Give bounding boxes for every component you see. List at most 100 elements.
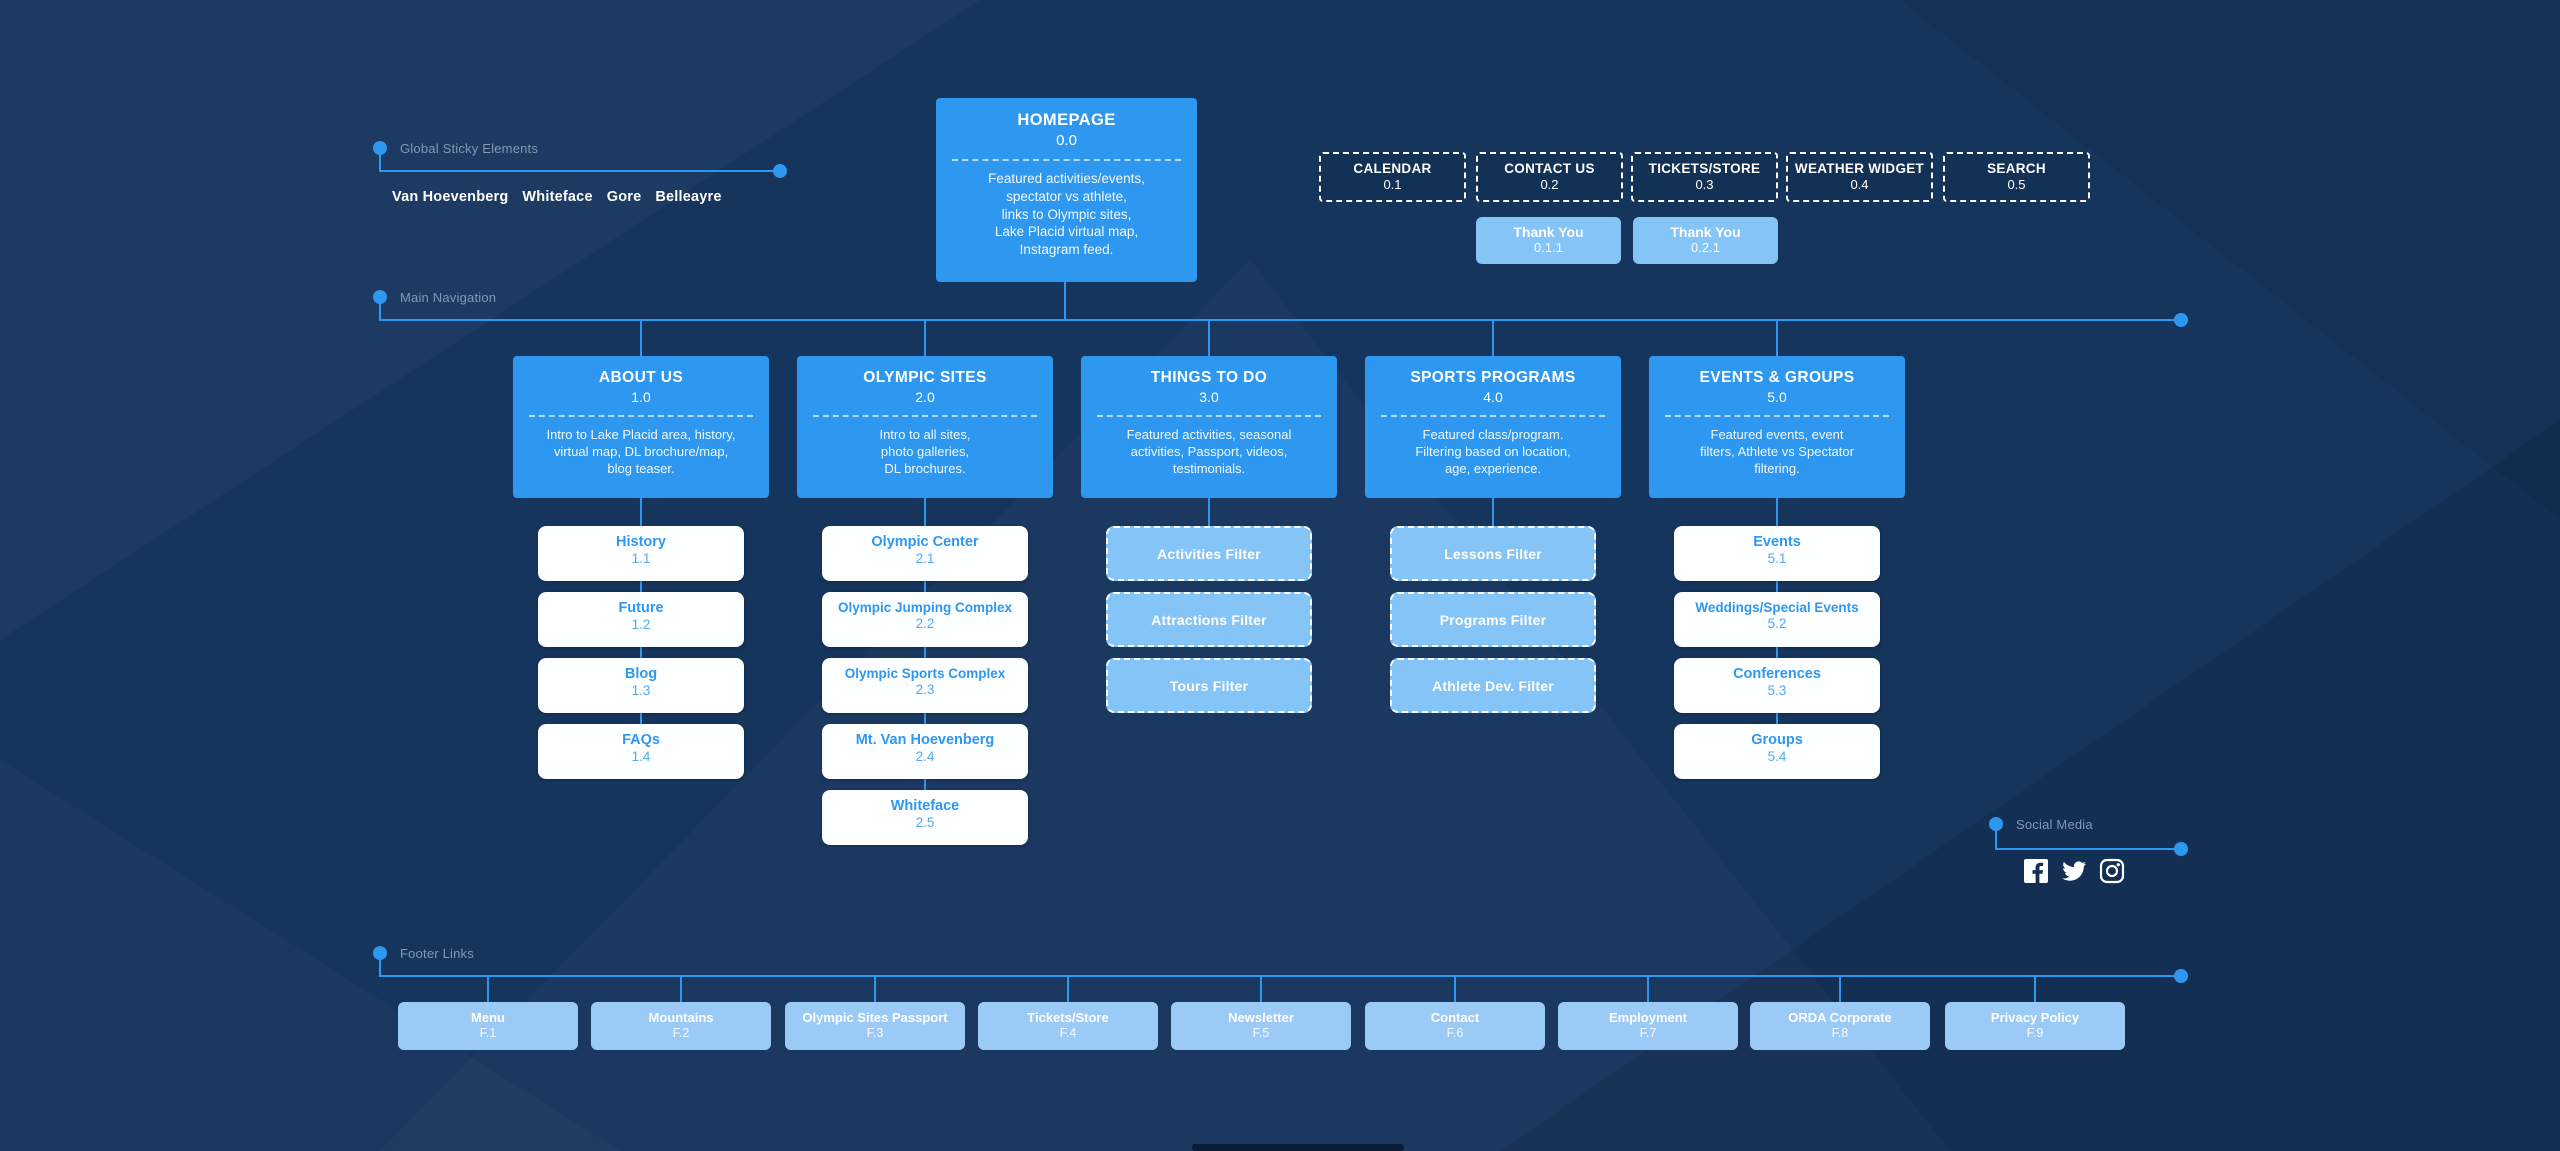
footer-title: Menu (471, 1010, 505, 1025)
footer-node-privacy-policy[interactable]: Privacy Policy F.9 (1945, 1002, 2125, 1050)
child-title: Conferences (1733, 666, 1821, 682)
connector-line (379, 170, 781, 172)
connector-line (1995, 824, 1997, 850)
child-node-mt-van-hoevenberg[interactable]: Mt. Van Hoevenberg 2.4 (822, 724, 1028, 779)
filter-node-attractions[interactable]: Attractions Filter (1106, 592, 1312, 647)
connector-line (640, 319, 642, 356)
section-node-things-to-do[interactable]: THINGS TO DO 3.0 Featured activities, se… (1081, 356, 1337, 498)
section-node-about-us[interactable]: ABOUT US 1.0 Intro to Lake Placid area, … (513, 356, 769, 498)
footer-rail (379, 975, 2181, 977)
footer-title: Privacy Policy (1990, 1010, 2080, 1025)
connector-line (924, 319, 926, 356)
footer-node-menu[interactable]: Menu F.1 (398, 1002, 578, 1050)
footer-node-orda-corporate[interactable]: ORDA Corporate F.8 (1750, 1002, 1930, 1050)
main-nav-label: Main Navigation (400, 290, 497, 305)
child-node-conferences[interactable]: Conferences 5.3 (1674, 658, 1880, 713)
section-node-events-groups[interactable]: EVENTS & GROUPS 5.0 Featured events, eve… (1649, 356, 1905, 498)
child-node-whiteface[interactable]: Whiteface 2.5 (822, 790, 1028, 845)
social-media-label: Social Media (2016, 817, 2093, 832)
child-number: 1.1 (631, 551, 651, 566)
thank-you-node-1[interactable]: Thank You 0.1.1 (1476, 217, 1621, 264)
footer-number: F.3 (866, 1026, 884, 1040)
thank-you-node-2[interactable]: Thank You 0.2.1 (1633, 217, 1778, 264)
child-node-olympic-center[interactable]: Olympic Center 2.1 (822, 526, 1028, 581)
footer-node-tickets-store[interactable]: Tickets/Store F.4 (978, 1002, 1158, 1050)
footer-title: Contact (1430, 1010, 1480, 1025)
homepage-node[interactable]: HOMEPAGE 0.0 Featured activities/events,… (936, 98, 1197, 282)
child-number: 2.5 (915, 815, 935, 830)
footer-title: ORDA Corporate (1788, 1010, 1892, 1025)
child-node-weddings-special-events[interactable]: Weddings/Special Events 5.2 (1674, 592, 1880, 647)
connector-line (1260, 975, 1262, 1003)
child-title: Groups (1751, 732, 1803, 748)
utility-node-search[interactable]: SEARCH 0.5 (1943, 152, 2090, 202)
main-nav-rail (379, 319, 2181, 321)
column-spine (1208, 497, 1210, 527)
footer-node-mountains[interactable]: Mountains F.2 (591, 1002, 771, 1050)
footer-number: F.8 (1831, 1026, 1849, 1040)
connector-line (874, 975, 876, 1003)
homepage-title: HOMEPAGE (1017, 111, 1116, 129)
filter-node-lessons[interactable]: Lessons Filter (1390, 526, 1596, 581)
child-node-olympic-sports-complex[interactable]: Olympic Sports Complex 2.3 (822, 658, 1028, 713)
sticky-item-whiteface[interactable]: Whiteface (522, 189, 593, 205)
footer-node-newsletter[interactable]: Newsletter F.5 (1171, 1002, 1351, 1050)
child-title: Weddings/Special Events (1695, 600, 1859, 615)
section-number: 3.0 (1199, 389, 1219, 405)
section-number: 4.0 (1483, 389, 1503, 405)
utility-number: 0.3 (1695, 177, 1714, 192)
footer-node-contact[interactable]: Contact F.6 (1365, 1002, 1545, 1050)
footer-node-employment[interactable]: Employment F.7 (1558, 1002, 1738, 1050)
filter-node-tours[interactable]: Tours Filter (1106, 658, 1312, 713)
utility-node-weather-widget[interactable]: WEATHER WIDGET 0.4 (1786, 152, 1933, 202)
main-nav-end-dot (2174, 313, 2188, 327)
section-node-olympic-sites[interactable]: OLYMPIC SITES 2.0 Intro to all sites, ph… (797, 356, 1053, 498)
sticky-item-gore[interactable]: Gore (606, 189, 642, 205)
footer-node-olympic-sites-passport[interactable]: Olympic Sites Passport F.3 (785, 1002, 965, 1050)
connector-line (487, 975, 489, 1003)
section-description: Featured activities, seasonal activities… (1126, 427, 1292, 477)
twitter-icon[interactable] (2061, 858, 2087, 884)
footer-number: F.1 (479, 1026, 497, 1040)
filter-node-athlete-dev[interactable]: Athlete Dev. Filter (1390, 658, 1596, 713)
section-description: Featured class/program. Filtering based … (1415, 427, 1571, 477)
utility-title: SEARCH (1987, 161, 2046, 176)
footer-number: F.9 (2026, 1026, 2044, 1040)
connector-line (1647, 975, 1649, 1003)
utility-node-tickets-store[interactable]: TICKETS/STORE 0.3 (1631, 152, 1778, 202)
section-node-sports-programs[interactable]: SPORTS PROGRAMS 4.0 Featured class/progr… (1365, 356, 1621, 498)
child-number: 2.3 (915, 682, 935, 697)
child-title: FAQs (622, 732, 660, 748)
utility-node-calendar[interactable]: CALENDAR 0.1 (1319, 152, 1466, 202)
child-node-olympic-jumping-complex[interactable]: Olympic Jumping Complex 2.2 (822, 592, 1028, 647)
main-nav-start-dot (373, 290, 387, 304)
child-node-groups[interactable]: Groups 5.4 (1674, 724, 1880, 779)
child-node-blog[interactable]: Blog 1.3 (538, 658, 744, 713)
child-node-future[interactable]: Future 1.2 (538, 592, 744, 647)
child-node-history[interactable]: History 1.1 (538, 526, 744, 581)
section-title: ABOUT US (598, 369, 684, 386)
instagram-icon[interactable] (2099, 858, 2125, 884)
section-title: SPORTS PROGRAMS (1410, 369, 1576, 386)
child-number: 2.2 (915, 616, 935, 631)
footer-number: F.2 (672, 1026, 690, 1040)
thank-you-number: 0.1.1 (1534, 240, 1563, 255)
child-node-faqs[interactable]: FAQs 1.4 (538, 724, 744, 779)
footer-links-start-dot (373, 946, 387, 960)
column-spine (1492, 497, 1494, 527)
sticky-item-van-hoevenberg[interactable]: Van Hoevenberg (392, 189, 509, 205)
sticky-item-belleayre[interactable]: Belleayre (655, 189, 722, 205)
thank-you-number: 0.2.1 (1691, 240, 1720, 255)
utility-node-contact-us[interactable]: CONTACT US 0.2 (1476, 152, 1623, 202)
connector-line (1995, 848, 2181, 850)
divider (529, 415, 753, 417)
filter-node-activities[interactable]: Activities Filter (1106, 526, 1312, 581)
utility-title: TICKETS/STORE (1648, 161, 1761, 176)
filter-node-programs[interactable]: Programs Filter (1390, 592, 1596, 647)
connector-line (1208, 319, 1210, 356)
divider (1381, 415, 1605, 417)
facebook-icon[interactable] (2023, 858, 2049, 884)
section-number: 5.0 (1767, 389, 1787, 405)
child-node-events[interactable]: Events 5.1 (1674, 526, 1880, 581)
child-number: 2.1 (915, 551, 935, 566)
